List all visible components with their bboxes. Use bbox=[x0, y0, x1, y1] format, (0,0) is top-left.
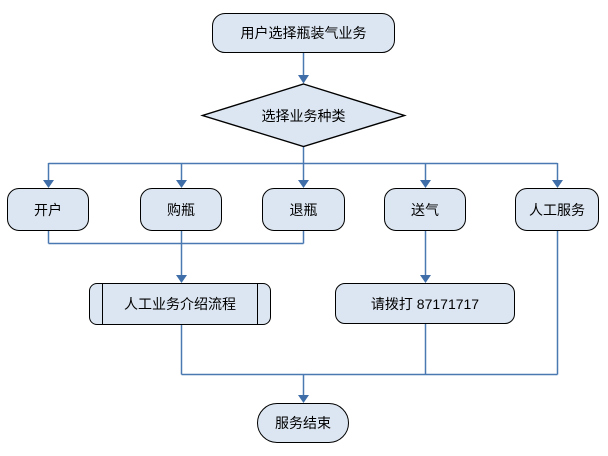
node-label: 用户选择瓶装气业务 bbox=[240, 25, 367, 41]
node-end-terminator: 服务结束 bbox=[257, 403, 349, 443]
node-start-terminator: 用户选择瓶装气业务 bbox=[212, 13, 395, 53]
node-label: 请拨打 87171717 bbox=[370, 295, 480, 312]
predefined-process-bar-right bbox=[257, 284, 258, 324]
node-decision: 选择业务种类 bbox=[202, 84, 405, 147]
predefined-process-bar-left bbox=[102, 284, 103, 324]
node-label: 人工服务 bbox=[529, 201, 585, 218]
node-call-number: 请拨打 87171717 bbox=[335, 283, 515, 324]
node-intro-predefined-process: 人工业务介绍流程 bbox=[89, 283, 271, 325]
node-label: 送气 bbox=[411, 201, 439, 218]
node-label: 人工业务介绍流程 bbox=[124, 296, 236, 312]
node-label: 购瓶 bbox=[167, 201, 195, 218]
node-return-bottle: 退瓶 bbox=[262, 188, 345, 231]
node-manual-service: 人工服务 bbox=[515, 188, 599, 231]
node-label: 选择业务种类 bbox=[261, 107, 346, 124]
node-label: 开户 bbox=[34, 201, 62, 218]
node-buy-bottle: 购瓶 bbox=[140, 188, 222, 231]
arrowheads bbox=[43, 75, 563, 403]
node-label: 服务结束 bbox=[275, 415, 331, 431]
node-deliver-gas: 送气 bbox=[384, 188, 466, 231]
flow-connectors bbox=[47, 53, 559, 395]
node-open-account: 开户 bbox=[7, 188, 89, 231]
node-label: 退瓶 bbox=[289, 201, 318, 218]
decision-diamond-shape bbox=[200, 83, 407, 148]
